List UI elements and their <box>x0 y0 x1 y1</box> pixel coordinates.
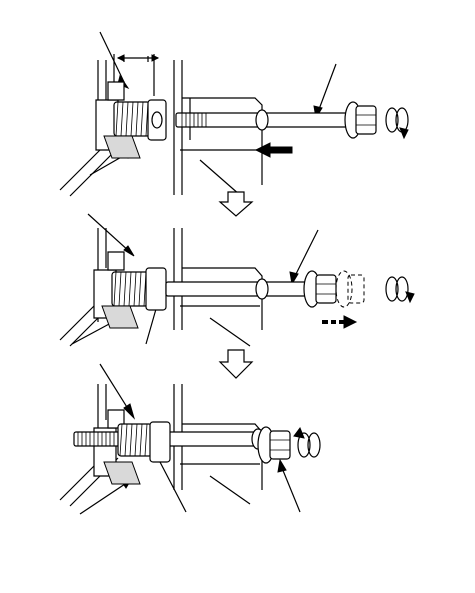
nut <box>149 421 171 463</box>
bolt-head <box>303 270 365 308</box>
direction-arrow-right-icon <box>322 315 358 329</box>
panel-step-1 <box>59 31 409 197</box>
step-arrow-down-icon <box>218 349 254 379</box>
rotation-arrow-icon <box>385 276 415 304</box>
panel-step-3 <box>59 363 321 515</box>
rotation-arrow-icon <box>293 426 321 458</box>
bolt-rod <box>73 428 269 450</box>
nut <box>145 267 167 311</box>
panel-step-2 <box>59 213 415 347</box>
direction-arrow-left-icon <box>254 142 293 158</box>
rotation-arrow-icon <box>385 107 409 140</box>
coil-spring <box>113 101 151 137</box>
coil-spring <box>117 423 153 457</box>
bolt-rod <box>175 109 353 131</box>
bolt-head <box>257 426 291 464</box>
bolt-head <box>344 101 377 139</box>
bolt-rod <box>165 278 309 300</box>
coil-spring <box>111 271 149 307</box>
leader-line <box>99 31 125 83</box>
step-arrow-down-icon <box>218 191 254 217</box>
